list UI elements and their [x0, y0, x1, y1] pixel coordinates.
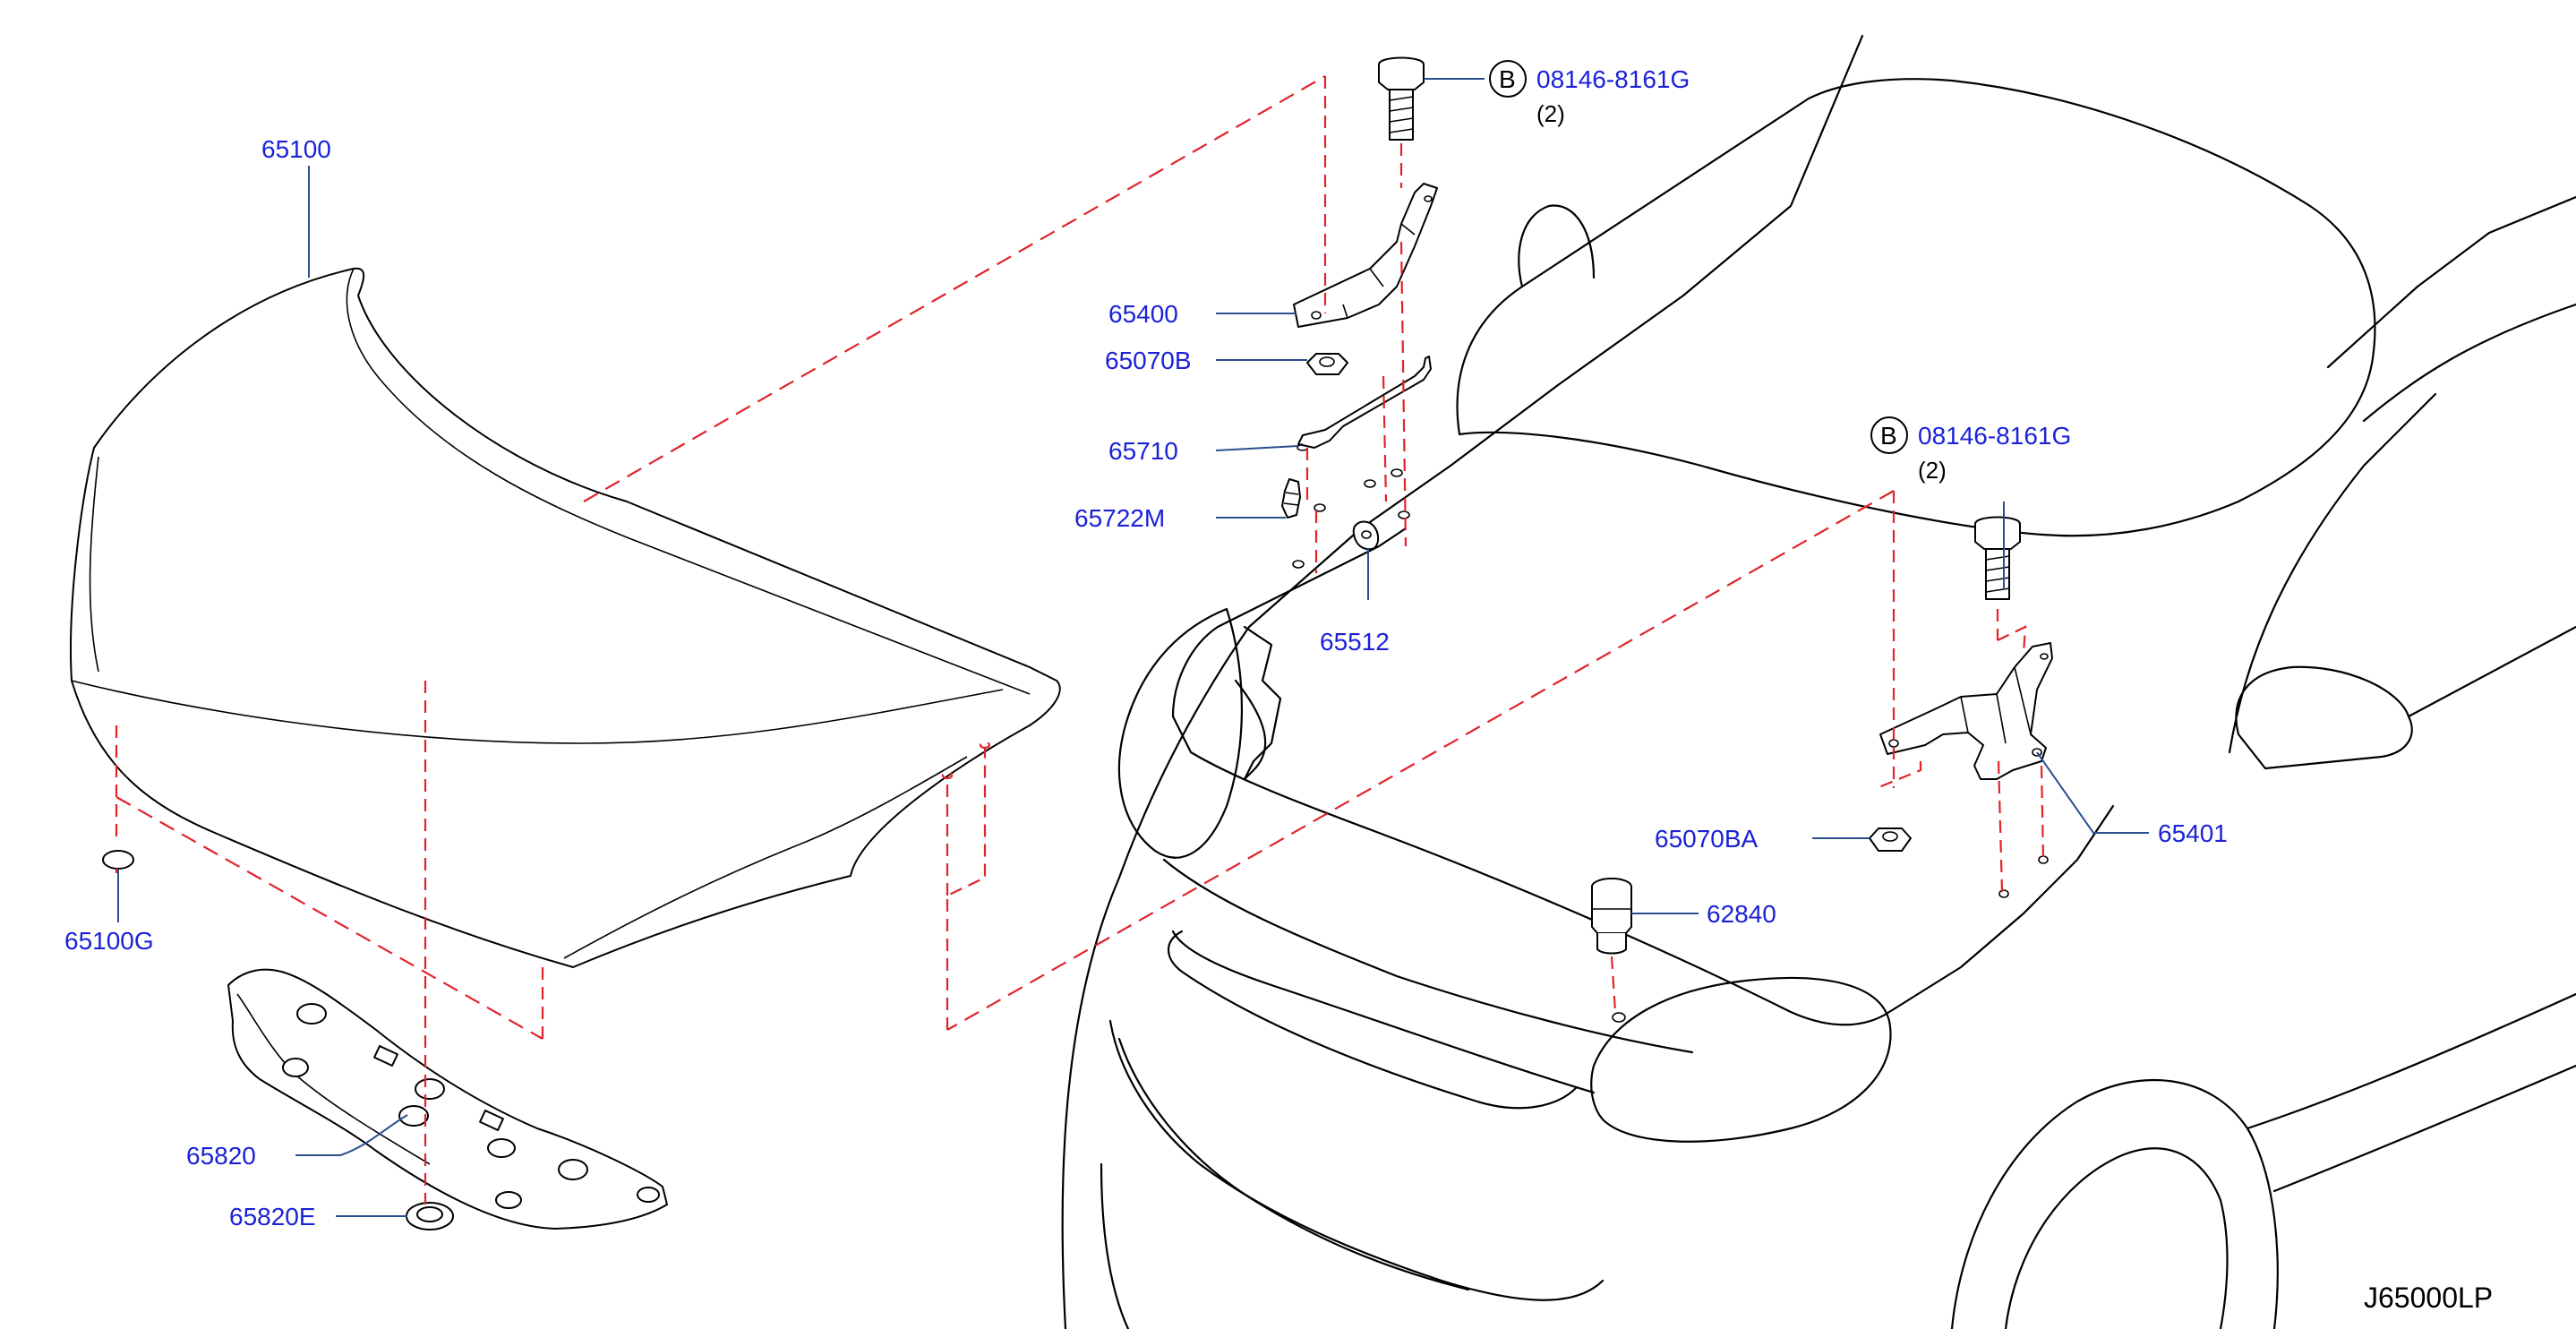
bolt-part-number-right[interactable]: 08146-8161G	[1918, 422, 2071, 450]
callout-hood-plug[interactable]: 65100G	[64, 927, 154, 955]
callout-support-rod[interactable]: 65710	[1108, 437, 1178, 465]
assembly-guide-lines	[115, 75, 2045, 1205]
bolt-left-shape[interactable]	[1378, 56, 1425, 141]
callout-labels: 65100 65100G 65820 65820E 65400 65070B 6…	[64, 135, 2228, 1230]
callout-bumper-rubber[interactable]: 62840	[1707, 900, 1776, 928]
callout-hood[interactable]: 65100	[261, 135, 331, 163]
callout-rod-clip[interactable]: 65722M	[1074, 504, 1165, 532]
bolt-qty-left: (2)	[1536, 100, 1565, 127]
callout-hinge-right[interactable]: 65401	[2158, 819, 2228, 847]
hood-support-rod[interactable]	[1297, 356, 1432, 451]
support-rod-clip[interactable]	[1281, 478, 1301, 519]
hood-hinge-right[interactable]	[1879, 642, 2053, 780]
car-body-outline	[1061, 34, 2576, 1329]
bolt-right-shape[interactable]	[1974, 516, 2021, 600]
callout-hood-insulator[interactable]: 65820	[186, 1142, 256, 1170]
bolt-part-number-left[interactable]: 08146-8161G	[1536, 65, 1690, 93]
bolt-reference-right[interactable]: B 08146-8161G (2)	[1870, 416, 2071, 484]
hinge-nut-left[interactable]	[1306, 353, 1348, 375]
hinge-nut-right[interactable]	[1869, 827, 1912, 852]
callout-insulator-clip[interactable]: 65820E	[229, 1203, 316, 1230]
hood-panel[interactable]	[70, 267, 1061, 968]
bolt-qty-right: (2)	[1918, 457, 1947, 484]
hood-plug[interactable]	[102, 850, 134, 870]
bolt-marker-left: B	[1499, 65, 1516, 93]
hood-lock-holder[interactable]	[1352, 520, 1380, 551]
callout-nut-left[interactable]: 65070B	[1105, 347, 1192, 374]
bolt-reference-left[interactable]: B 08146-8161G (2)	[1489, 60, 1690, 127]
callout-nut-right[interactable]: 65070BA	[1655, 825, 1759, 853]
hood-bumper-rubber[interactable]	[1591, 878, 1632, 955]
hood-hinge-left[interactable]	[1293, 183, 1438, 328]
diagram-code: J65000LP	[2364, 1282, 2493, 1314]
hood-insulator[interactable]	[227, 968, 668, 1230]
callout-hinge-left[interactable]: 65400	[1108, 300, 1178, 328]
insulator-clip[interactable]	[406, 1202, 454, 1230]
callout-hood-lock-holder[interactable]: 65512	[1320, 628, 1390, 656]
leader-lines	[117, 78, 2149, 1217]
bolt-marker-right: B	[1880, 422, 1897, 450]
